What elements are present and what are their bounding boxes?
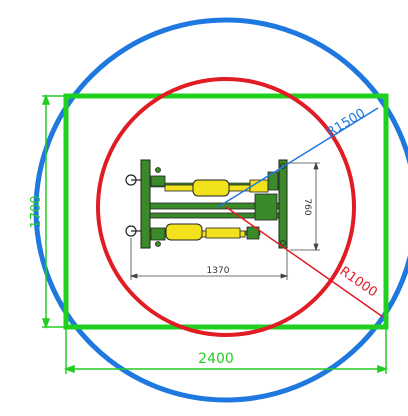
frame-rail-lower (149, 212, 280, 219)
pivot-bottom (155, 241, 161, 247)
width-dimension (63, 327, 389, 374)
left-clevis-bottom (150, 227, 166, 241)
right-yoke-top (267, 171, 279, 191)
inner-height-dimension-label: 760 (302, 198, 312, 215)
upper-cylinder-body (192, 179, 230, 197)
lift-machine (125, 159, 288, 249)
pivot-right-bottom (280, 240, 286, 246)
inner-height-dimension (290, 161, 320, 252)
inner-clearance-circle (96, 77, 356, 337)
inner-width-dimension (129, 238, 289, 280)
work-area-rectangle (63, 93, 389, 330)
inner-radius-label: R1000 (337, 264, 380, 300)
inner-width-dimension-label: 1370 (207, 266, 230, 276)
outer-radius-leader (217, 107, 379, 208)
right-end-plate (278, 159, 288, 249)
left-clevis-top (150, 175, 166, 187)
right-bracket (254, 193, 278, 221)
inner-radius-leader (225, 206, 384, 318)
outer-clearance-circle (33, 17, 408, 403)
lower-cylinder-end (205, 227, 241, 239)
lower-cylinder-body (165, 223, 203, 241)
pivot-top (155, 167, 161, 173)
mid-bracket (246, 226, 260, 240)
width-dimension-label: 2400 (198, 351, 234, 367)
height-dimension (41, 93, 68, 330)
left-end-plate (140, 159, 151, 249)
frame-rail-upper (149, 202, 280, 210)
height-dimension-label: 1700 (29, 195, 44, 228)
outer-radius-label: R1500 (324, 106, 368, 141)
